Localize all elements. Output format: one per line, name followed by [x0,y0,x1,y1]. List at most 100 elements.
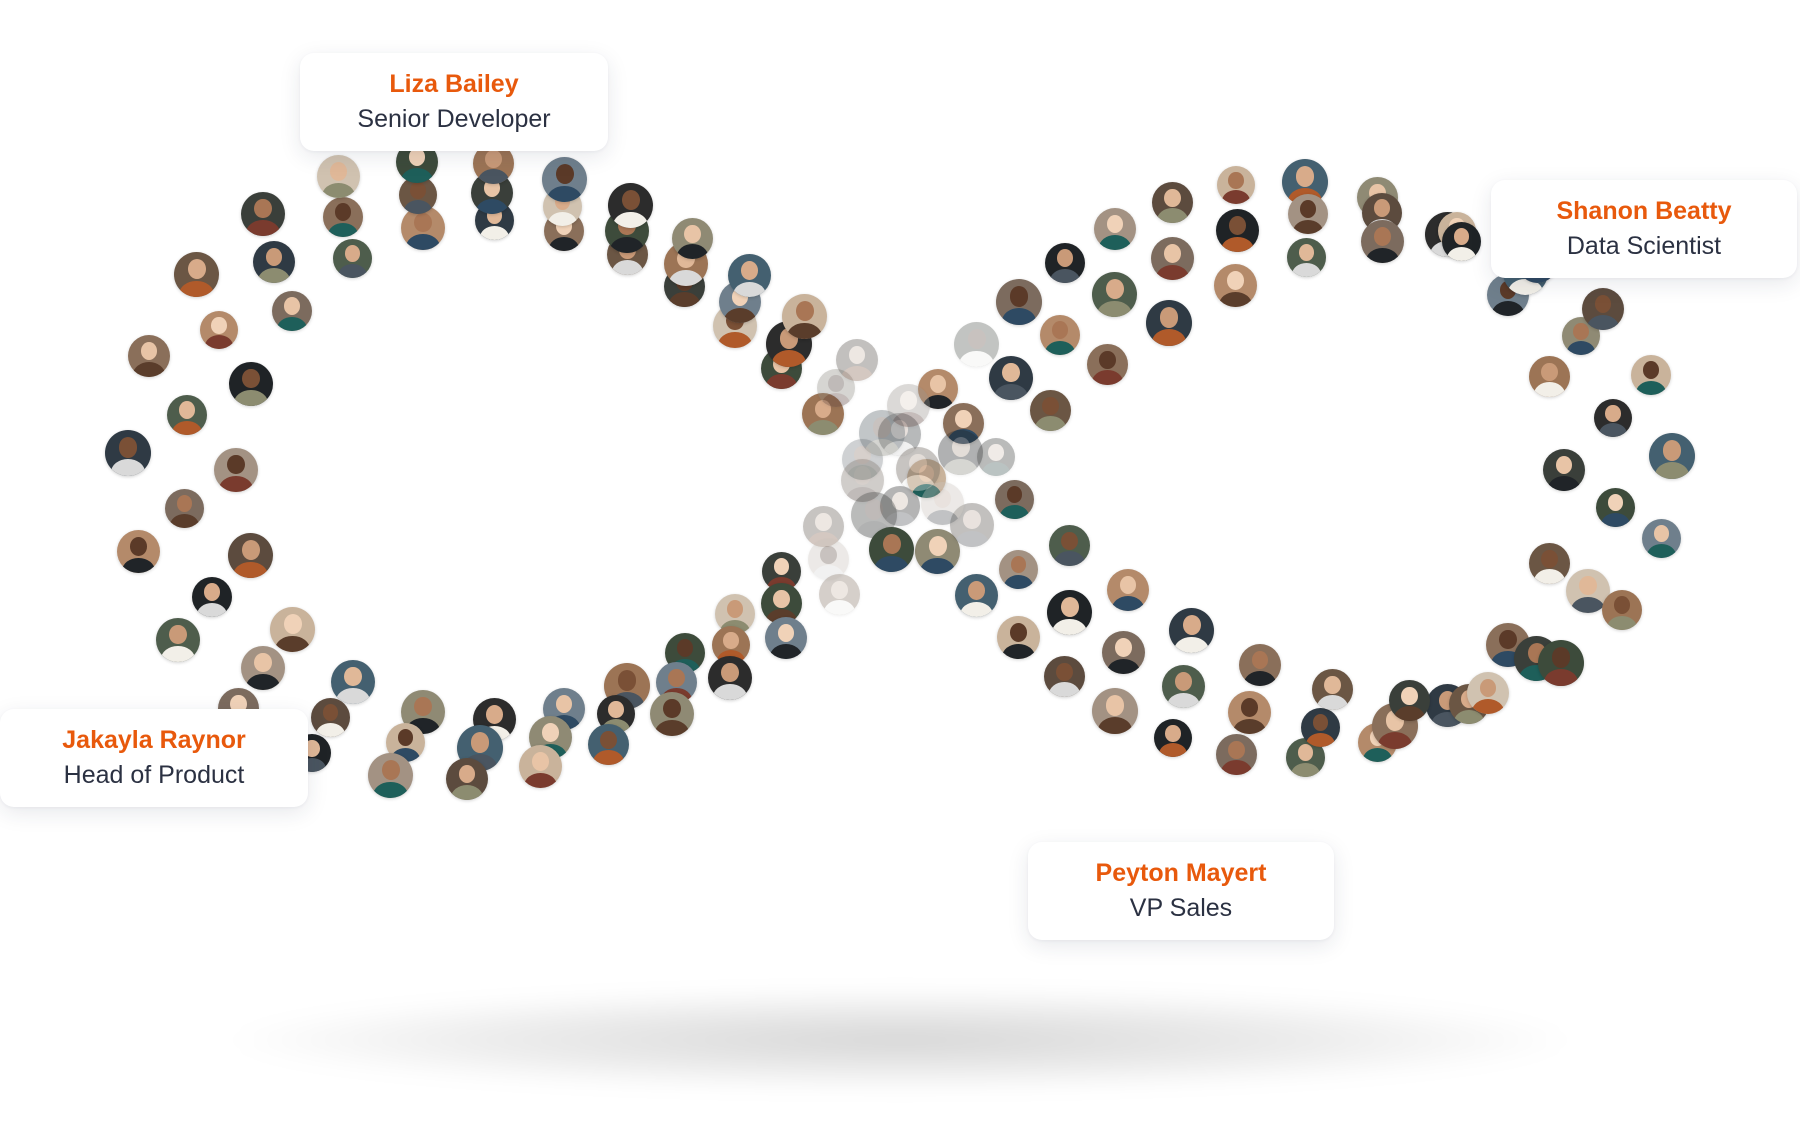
avatar-face [1499,630,1517,650]
team-member-avatar [1596,488,1635,527]
avatar-face [1174,671,1193,691]
avatar-face [608,701,624,718]
team-member-avatar [1239,644,1281,686]
avatar-face [723,632,739,649]
team-member-avatar [1389,680,1430,721]
avatar-shoulders [1044,340,1076,355]
avatar-face [1297,744,1314,762]
avatar-shoulders [676,244,709,259]
avatar-face [176,495,193,513]
profile-name: Shanon Beatty [1556,197,1732,225]
team-member-avatar [989,356,1033,400]
avatar-shoulders [547,211,578,226]
team-member-avatar [105,430,151,476]
avatar-face [531,751,550,771]
avatar-shoulders [315,722,346,737]
avatar-shoulders [133,361,165,377]
avatar-shoulders [1362,747,1393,762]
avatar-shoulders [1606,615,1638,630]
team-member-avatar [253,241,295,283]
team-member-avatar [808,539,849,580]
team-member-avatar [229,362,273,406]
avatar-face [1298,244,1315,262]
profile-role: VP Sales [1129,894,1233,922]
team-member-avatar [214,448,258,492]
avatar-face [1312,714,1329,732]
avatar-shoulders [1543,669,1579,686]
avatar-face [777,623,795,643]
avatar-shoulders [547,185,582,202]
avatar-face [1163,243,1182,263]
avatar-face [241,540,260,560]
avatar-shoulders [1571,597,1605,613]
team-member-avatar [1030,390,1071,431]
team-member-avatar [156,618,200,662]
avatar-face [928,536,947,556]
team-member-avatar [1102,631,1145,674]
avatar-face [831,580,848,599]
avatar-face [1251,650,1269,670]
avatar-face [1105,279,1124,299]
avatar-shoulders [476,198,508,214]
avatar-face [254,653,272,673]
team-member-avatar [955,574,998,617]
avatar-face [414,213,432,233]
avatar-shoulders [1393,706,1426,721]
team-member-avatar [1217,166,1255,204]
avatar-face [773,558,790,576]
avatar-face [335,203,351,221]
team-member-avatar [1467,672,1509,714]
avatar-face [1061,531,1078,550]
avatar-shoulders [1003,574,1034,589]
team-member-avatar [817,369,855,407]
avatar-shoulders [1158,743,1188,757]
profile-card-peyton-mayert: Peyton Mayert VP Sales [1028,842,1334,940]
team-member-avatar [117,530,160,573]
avatar-shoulders [1097,300,1132,317]
avatar-face [1614,596,1630,614]
avatar-shoulders [718,332,752,348]
avatar-shoulders [1151,329,1187,346]
avatar-shoulders [959,350,994,367]
avatar-shoulders [406,234,440,250]
avatar-face [899,390,918,410]
avatar-shoulders [196,602,228,617]
avatar-shoulders [1472,698,1504,714]
team-member-avatar [200,311,238,349]
avatar-shoulders [1492,300,1524,316]
avatar-shoulders [807,419,839,435]
team-member-avatar [174,252,219,297]
team-member-avatar [1228,691,1271,734]
team-member-avatar [241,192,285,236]
avatar-face [458,764,476,784]
team-member-avatar [1094,208,1136,250]
avatar-shoulders [771,350,807,367]
avatar-shoulders [161,646,195,662]
avatar-shoulders [1034,416,1067,431]
avatar-shoulders [246,674,280,690]
avatar-face [1295,166,1315,187]
avatar-face [892,492,908,510]
avatar-face [211,317,227,334]
avatar-shoulders [611,260,644,275]
avatar-face [1106,214,1124,234]
team-member-avatar [1594,399,1632,437]
avatar-face [204,583,220,601]
avatar-face [933,488,952,508]
team-member-avatar [995,480,1034,519]
avatar-shoulders [999,504,1030,519]
profile-name: Peyton Mayert [1095,859,1267,887]
avatar-face [344,667,362,687]
avatar-shoulders [169,513,200,528]
team-member-avatar [368,753,413,798]
avatar-shoulders [276,316,308,331]
profile-role: Senior Developer [357,105,551,133]
avatar-face [1555,455,1573,475]
avatar-face [1228,740,1245,759]
team-member-avatar [1214,264,1257,307]
avatar-face [721,663,739,683]
avatar-face [1541,549,1558,568]
team-member-avatar [1538,640,1584,686]
avatar-face [1541,362,1558,381]
team-member-avatar [1216,209,1259,252]
